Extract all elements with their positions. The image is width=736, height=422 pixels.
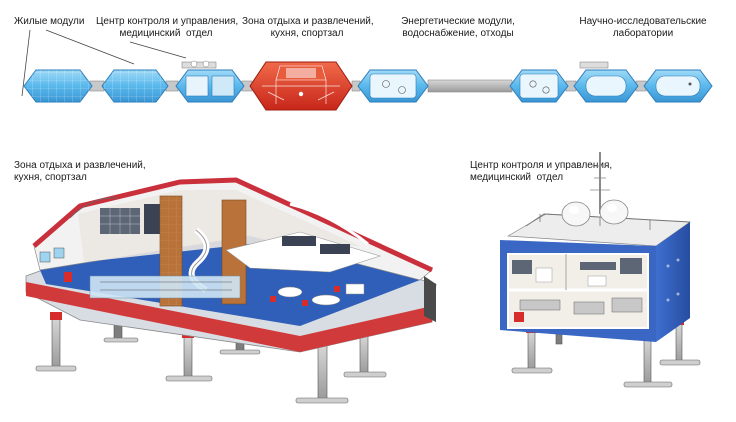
leader-lines <box>21 29 187 97</box>
label-control-center: Центр контроля и управления, медицинский… <box>96 16 239 39</box>
energy-module-a <box>357 69 429 103</box>
recreation-module <box>249 61 353 111</box>
label-detail-control-center: Центр контроля и управления, медицинский… <box>470 160 613 183</box>
control-center-cutaway <box>500 152 701 388</box>
living-module-1 <box>23 69 93 103</box>
corridor-module <box>427 79 513 93</box>
control-center-module <box>175 60 245 103</box>
research-lab-1 <box>573 61 639 103</box>
label-living-modules: Жилые модули <box>14 16 85 27</box>
satellite-dome-1 <box>561 201 591 227</box>
label-research-labs: Научно-исследовательские лаборатории <box>579 16 707 39</box>
label-detail-recreation: Зона отдыха и развлечений, кухня, спортз… <box>14 160 146 183</box>
energy-module-b <box>509 69 569 103</box>
living-module-2 <box>101 69 169 103</box>
label-energy-modules: Энергетические модули, водоснабжение, от… <box>401 16 515 39</box>
research-lab-2 <box>643 69 713 103</box>
recreation-zone-cutaway <box>25 177 437 404</box>
module-strip <box>23 60 713 111</box>
label-recreation-zone: Зона отдыха и развлечений, кухня, спортз… <box>242 16 374 39</box>
satellite-dome-2 <box>599 199 629 225</box>
